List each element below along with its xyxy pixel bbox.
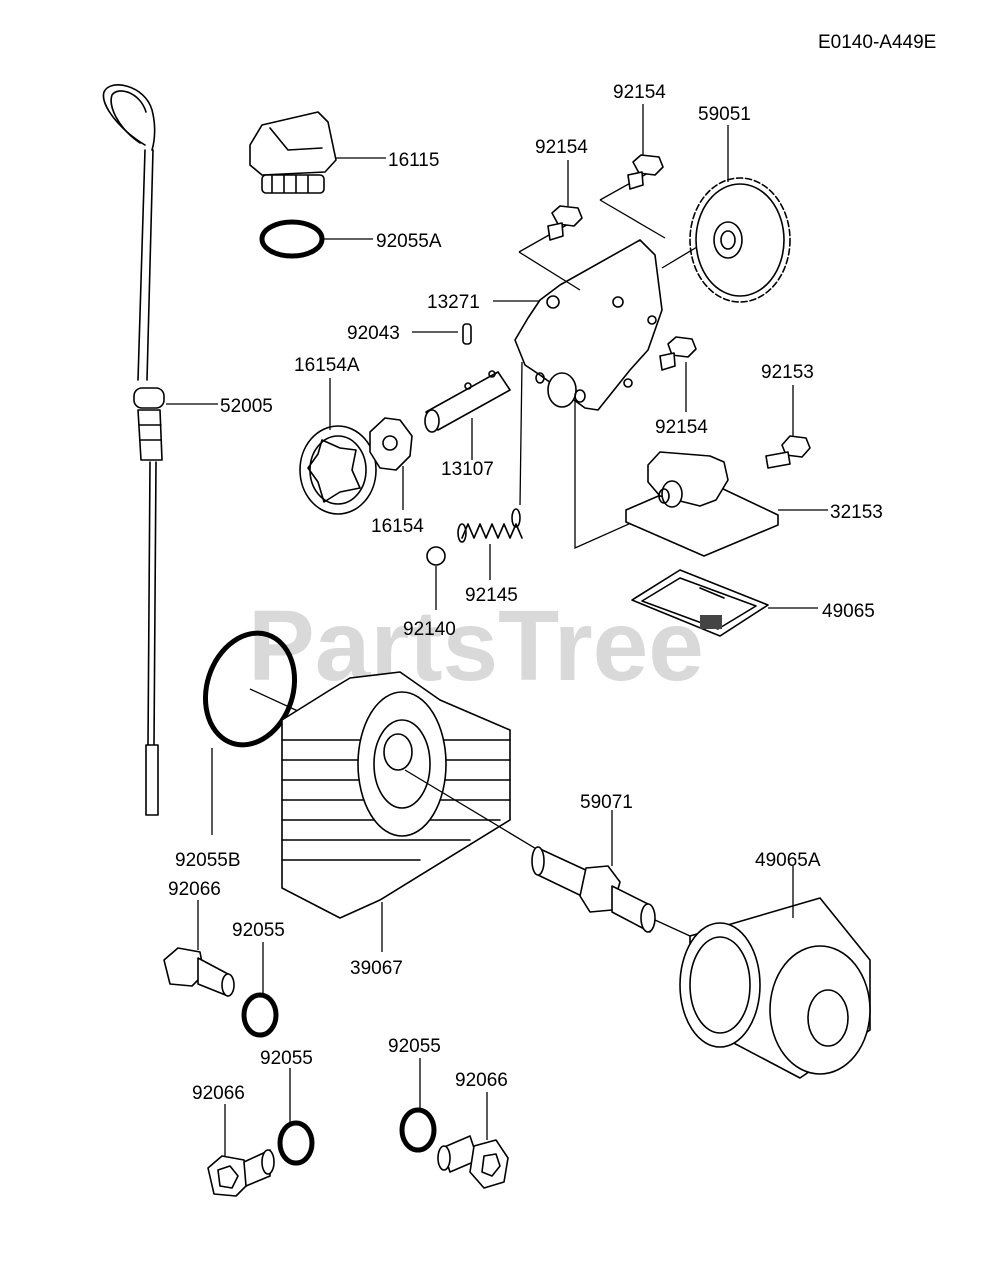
label-92154-c: 92154 <box>655 417 708 438</box>
label-92055b: 92055B <box>175 850 241 871</box>
drain-plug-b-part[interactable] <box>207 1149 275 1197</box>
reference-code: E0140-A449E <box>818 32 936 53</box>
spring-92145-part[interactable] <box>457 508 523 543</box>
label-32153: 32153 <box>830 502 883 523</box>
ball-92140-part[interactable] <box>426 546 446 566</box>
label-59051: 59051 <box>698 104 751 125</box>
label-16115: 16115 <box>388 150 439 171</box>
bolt-92153-part[interactable] <box>765 435 811 469</box>
o-ring-92055-c[interactable] <box>399 1107 437 1153</box>
bolt-92154-a[interactable] <box>547 205 583 241</box>
label-92140: 92140 <box>403 619 456 640</box>
bolt-92154-c[interactable] <box>659 336 697 371</box>
o-ring-92055a[interactable] <box>259 219 325 259</box>
label-16154a: 16154A <box>294 355 360 376</box>
label-92055-a: 92055 <box>232 920 285 941</box>
label-92066-a: 92066 <box>168 879 221 900</box>
dipstick-part[interactable] <box>102 84 165 816</box>
o-ring-92055-a[interactable] <box>241 992 279 1038</box>
oil-cooler-part[interactable] <box>281 671 511 919</box>
oil-filter-part[interactable] <box>679 897 871 1079</box>
label-52005: 52005 <box>220 396 273 417</box>
label-92154-b: 92154 <box>613 82 666 103</box>
gear-59051-part[interactable] <box>689 177 791 303</box>
label-92066-b: 92066 <box>192 1083 245 1104</box>
label-92154-a: 92154 <box>535 137 588 158</box>
pump-cover-part[interactable] <box>514 239 663 411</box>
drain-plug-a-part[interactable] <box>163 947 235 997</box>
label-92055a: 92055A <box>376 231 442 252</box>
o-ring-92055-b[interactable] <box>277 1120 315 1166</box>
label-13271: 13271 <box>427 292 480 313</box>
label-49065a: 49065A <box>755 850 821 871</box>
watermark: PartsTree <box>248 590 704 702</box>
screen-49065-part[interactable] <box>631 569 769 637</box>
label-39067: 39067 <box>350 958 403 979</box>
pin-92043-part[interactable] <box>462 323 472 345</box>
oil-cap-part[interactable] <box>249 111 337 194</box>
valve-body-part[interactable] <box>625 451 779 557</box>
inner-rotor-part[interactable] <box>369 417 413 471</box>
label-92043: 92043 <box>347 323 400 344</box>
label-59071: 59071 <box>580 792 633 813</box>
o-ring-92055b[interactable] <box>191 622 308 757</box>
label-92055-b: 92055 <box>260 1048 313 1069</box>
drain-plug-c-part[interactable] <box>437 1135 509 1189</box>
fitting-59071-part[interactable] <box>531 846 656 933</box>
label-16154: 16154 <box>371 516 424 537</box>
label-49065: 49065 <box>822 601 875 622</box>
bolt-92154-b[interactable] <box>627 154 664 190</box>
label-92153: 92153 <box>761 362 814 383</box>
label-92055-c: 92055 <box>388 1036 441 1057</box>
label-92145: 92145 <box>465 585 518 606</box>
label-92066-c: 92066 <box>455 1070 508 1091</box>
pump-shaft-part[interactable] <box>424 370 511 433</box>
label-13107: 13107 <box>441 459 494 480</box>
outer-rotor-part[interactable] <box>299 425 377 515</box>
